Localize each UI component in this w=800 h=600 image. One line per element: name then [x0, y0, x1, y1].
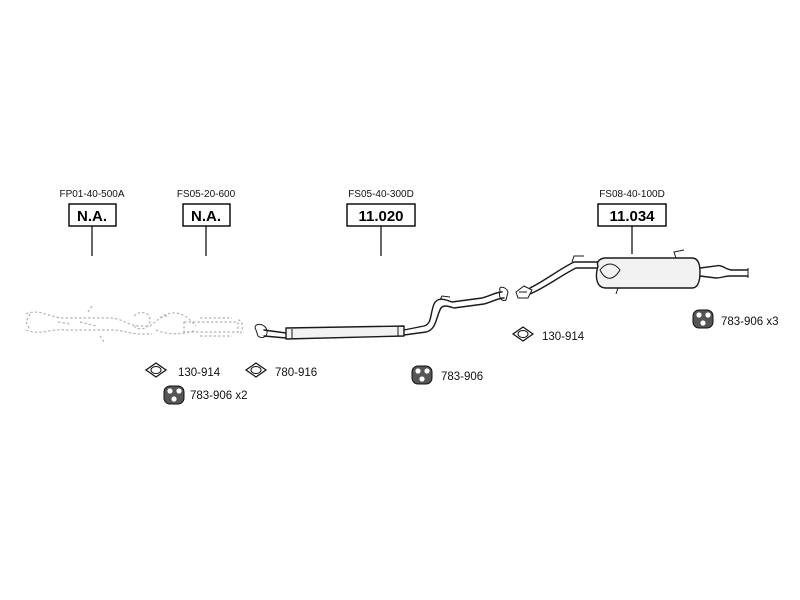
- accessory-780-916[interactable]: 780-916: [244, 362, 317, 379]
- rubber-mount-icon: [411, 365, 433, 385]
- part-code: FS05-20-600: [177, 189, 236, 200]
- part-center-silencer[interactable]: FS05-40-300D 11.020: [346, 189, 416, 256]
- accessory-130-914-front[interactable]: 130-914: [144, 362, 221, 379]
- accessory-783-906-x3[interactable]: 783-906 x3: [692, 309, 779, 329]
- accessory-label: 130-914: [178, 367, 221, 379]
- accessory-label: 783-906 x3: [721, 316, 779, 328]
- accessory-label: 780-916: [275, 367, 317, 379]
- accessory-label: 783-906: [441, 371, 483, 383]
- part-rear-silencer[interactable]: FS08-40-100D 11.034: [597, 189, 667, 254]
- rear-silencer-drawing: [515, 249, 749, 299]
- rubber-mount-icon: [692, 309, 714, 329]
- gasket-icon: [511, 326, 535, 342]
- part-number: 11.034: [609, 208, 655, 225]
- accessory-label: 783-906 x2: [190, 390, 248, 402]
- rubber-mount-icon: [163, 385, 185, 405]
- accessory-783-906-x2[interactable]: 783-906 x2: [163, 385, 248, 405]
- gasket-icon: [244, 362, 268, 378]
- part-number: 11.020: [358, 208, 403, 225]
- part-intermediate-pipe[interactable]: FS05-20-600 N.A.: [177, 189, 236, 256]
- gasket-icon: [144, 362, 168, 378]
- accessory-783-906-center[interactable]: 783-906: [411, 365, 483, 385]
- part-code: FS08-40-100D: [599, 189, 665, 200]
- part-number: N.A.: [77, 208, 107, 225]
- part-code: FS05-40-300D: [348, 189, 414, 200]
- part-number: N.A.: [191, 208, 221, 225]
- front-section-outline: [25, 305, 244, 343]
- part-front-pipe[interactable]: FP01-40-500A N.A.: [59, 189, 125, 256]
- center-pipe-drawing: [254, 286, 509, 340]
- accessory-130-914-rear[interactable]: 130-914: [511, 326, 585, 343]
- accessory-label: 130-914: [542, 331, 585, 343]
- part-code: FP01-40-500A: [59, 189, 124, 200]
